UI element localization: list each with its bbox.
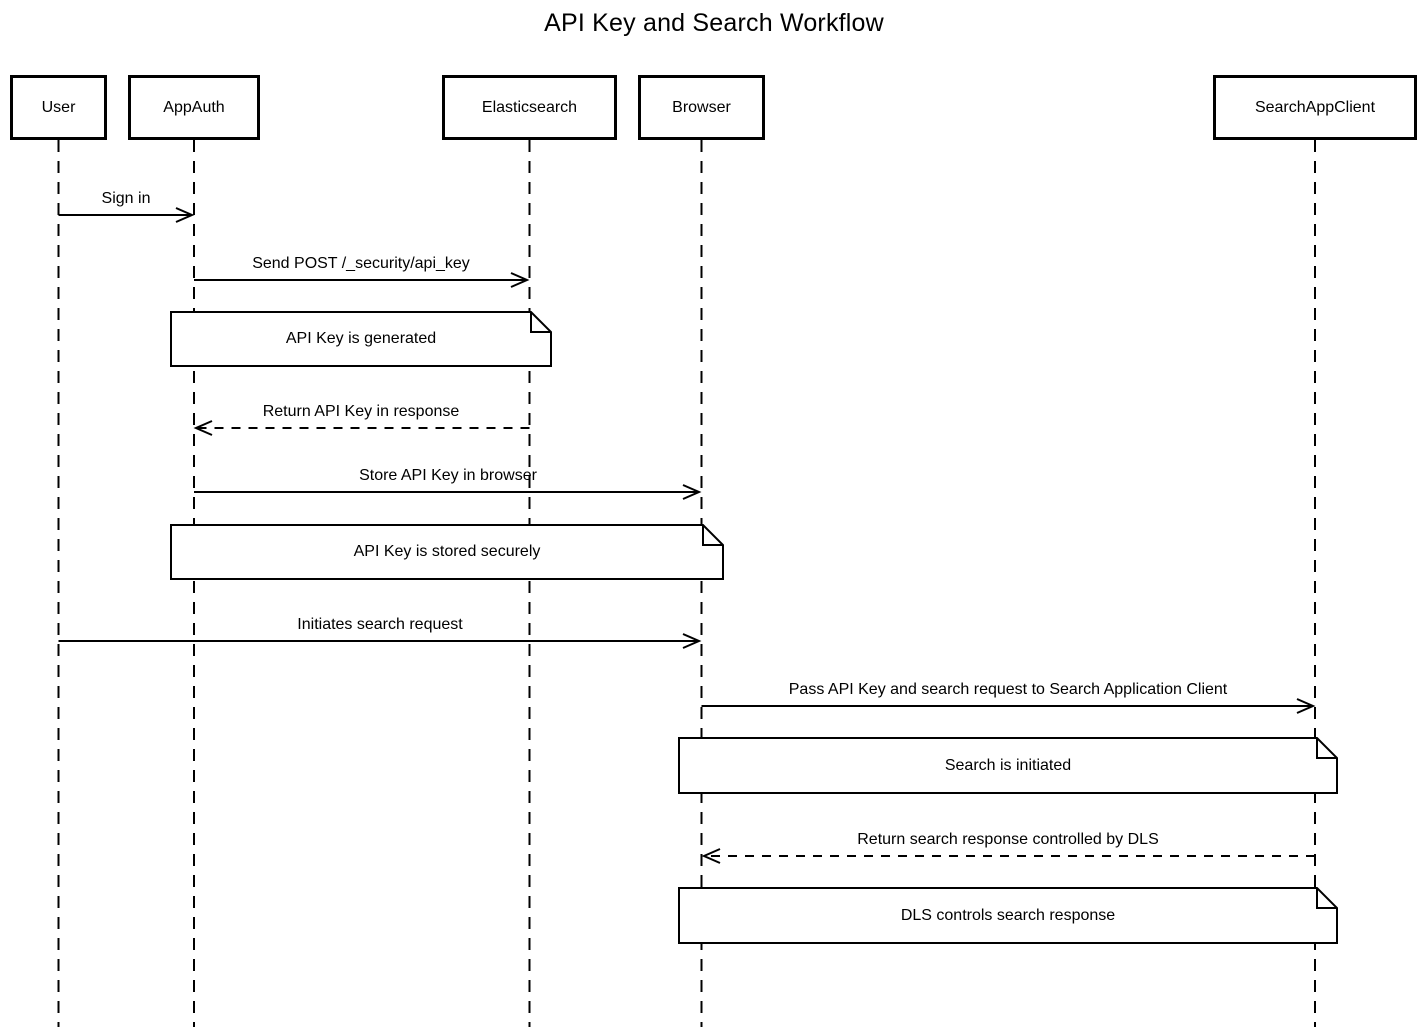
message-label-initiates-search: Initiates search request xyxy=(297,616,463,633)
actor-box-searchappclient: SearchAppClient xyxy=(1213,75,1417,140)
note-fold-icon xyxy=(1316,738,1337,759)
arrowhead-left-icon xyxy=(193,420,213,436)
note-shape-api-key-generated xyxy=(170,311,552,367)
arrowhead-right-icon xyxy=(1296,698,1316,714)
message-label-pass-api-key: Pass API Key and search request to Searc… xyxy=(788,681,1228,698)
actor-box-browser: Browser xyxy=(638,75,765,140)
actor-label-browser: Browser xyxy=(672,98,731,116)
arrowhead-right-icon xyxy=(175,207,195,223)
note-shape-api-key-stored xyxy=(170,524,724,580)
actor-label-searchappclient: SearchAppClient xyxy=(1254,98,1376,116)
actor-label-user: User xyxy=(41,98,76,116)
note-fold-icon xyxy=(530,312,551,333)
note-text-api-key-stored: API Key is stored securely xyxy=(353,543,541,560)
message-label-return-search-response: Return search response controlled by DLS xyxy=(857,831,1159,848)
note-shape-search-initiated xyxy=(678,737,1338,794)
actor-label-elasticsearch: Elasticsearch xyxy=(481,98,578,116)
arrowhead-right-icon xyxy=(682,633,702,649)
message-label-return-api-key: Return API Key in response xyxy=(262,403,460,420)
note-text-api-key-generated: API Key is generated xyxy=(285,330,437,347)
actor-label-appauth: AppAuth xyxy=(163,98,225,116)
note-fold-icon xyxy=(1316,888,1337,909)
note-fold-icon xyxy=(702,525,723,546)
message-label-sign-in: Sign in xyxy=(101,190,151,207)
arrowhead-right-icon xyxy=(682,484,702,500)
note-text-dls-controls: DLS controls search response xyxy=(900,906,1116,924)
arrowhead-right-icon xyxy=(510,272,530,288)
message-label-store-api-key: Store API Key in browser xyxy=(359,467,537,484)
actor-box-elasticsearch: Elasticsearch xyxy=(442,75,617,140)
actor-box-user: User xyxy=(10,75,107,140)
diagram-title: API Key and Search Workflow xyxy=(544,9,884,37)
note-text-search-initiated: Search is initiated xyxy=(944,756,1072,774)
message-label-send-post: Send POST /_security/api_key xyxy=(252,255,470,272)
arrowhead-left-icon xyxy=(701,848,721,864)
actor-box-appauth: AppAuth xyxy=(128,75,260,140)
note-shape-dls-controls xyxy=(678,887,1338,944)
